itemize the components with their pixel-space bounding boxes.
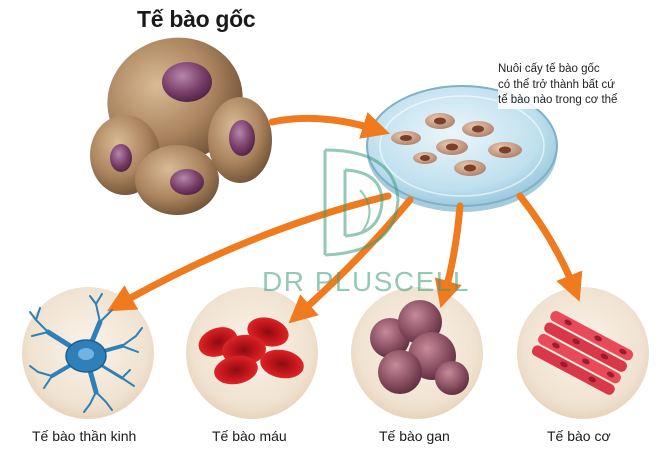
muscle-cells-icon — [531, 310, 634, 395]
culture-callout: Nuôi cấy tế bào gốc có thể trở thành bất… — [498, 62, 658, 109]
arrow-to-liver — [434, 202, 464, 309]
caption-muscle: Tế bào cơ — [547, 428, 611, 444]
callout-line: có thể trở thành bất cứ — [498, 78, 615, 91]
arrow-to-blood — [288, 196, 414, 324]
arrows — [107, 112, 583, 324]
arrow-to-muscle — [516, 192, 583, 302]
muscle-circle — [517, 287, 649, 419]
caption-liver: Tế bào gan — [379, 428, 450, 444]
arrow-to-dish — [268, 112, 391, 139]
callout-line: Nuôi cấy tế bào gốc — [498, 63, 600, 75]
red-blood-cells-icon — [198, 317, 304, 385]
caption-blood: Tế bào máu — [212, 428, 287, 444]
callout-line: tế bào nào trong cơ thể — [498, 94, 618, 106]
watermark-brand-text: DR PLUSCELL — [262, 266, 470, 297]
liver-cells-icon — [370, 300, 469, 395]
cultured-cells — [391, 113, 522, 176]
arrow-to-neuron — [107, 192, 392, 312]
neuron-icon — [29, 293, 143, 413]
caption-neuron: Tế bào thần kinh — [32, 428, 137, 444]
diagram-title: Tế bào gốc — [137, 6, 256, 32]
stem-cells-icon — [90, 37, 272, 215]
dr-pluscell-logo-icon — [323, 148, 400, 257]
